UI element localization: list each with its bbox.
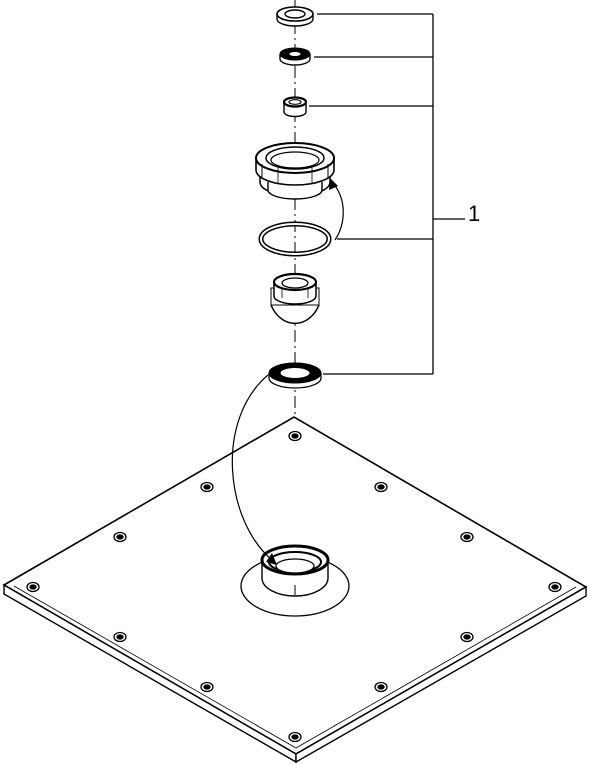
screw-icon <box>26 581 40 593</box>
ball-joint-part <box>270 272 320 325</box>
assembly-arrows <box>231 178 344 565</box>
threaded-nut-part <box>255 142 335 200</box>
arrow-gasket-to-plate <box>231 374 273 561</box>
o-ring-part <box>258 221 332 257</box>
screw-icon <box>548 581 562 593</box>
arrow-head-icon <box>266 553 277 565</box>
arrow-head-icon <box>329 178 338 190</box>
washer-part <box>276 6 314 27</box>
plate-center-fitting <box>240 544 350 617</box>
screw-icon <box>374 681 388 693</box>
screw-icon <box>200 681 214 693</box>
flat-gasket-part <box>268 362 322 389</box>
seal-ring-part <box>279 47 311 66</box>
callout-number: 1 <box>468 201 481 226</box>
screw-icon <box>113 631 127 643</box>
screw-icon <box>288 430 302 442</box>
screw-icon <box>200 481 214 493</box>
screw-icon <box>288 731 302 743</box>
callout-leaders <box>309 13 465 375</box>
screw-icon <box>460 531 474 543</box>
plate-screws <box>26 430 562 743</box>
screw-icon <box>460 631 474 643</box>
flow-restrictor-part <box>282 96 308 118</box>
screw-icon <box>374 481 388 493</box>
screw-icon <box>113 531 127 543</box>
arrow-o-ring-to-nut <box>331 181 344 241</box>
